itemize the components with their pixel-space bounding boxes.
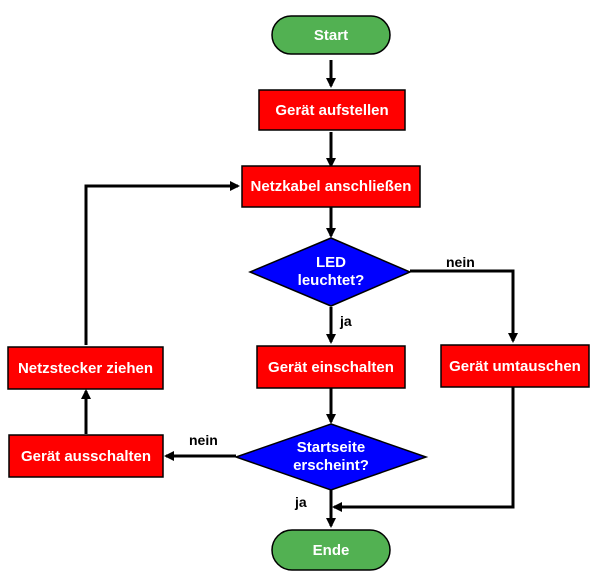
led-decision [248, 237, 412, 307]
anschliessen-box [241, 165, 421, 208]
startseite-yes-label: ja [295, 494, 307, 510]
umtauschen-box [440, 344, 590, 388]
stecker-box [7, 346, 164, 390]
startseite-no-label: nein [189, 432, 218, 448]
led-yes-label: ja [340, 313, 352, 329]
ende-terminal [271, 529, 391, 571]
edge-led-no-to-umtauschen [410, 269, 518, 343]
led-no-label: nein [446, 254, 475, 270]
start-terminal [271, 15, 391, 55]
einschalten-box [256, 345, 406, 389]
edge-stecker-to-anschliessen [84, 181, 240, 345]
startseite-decision [233, 423, 429, 491]
edge-umtauschen-to-ende [332, 387, 515, 512]
ausschalten-box [8, 434, 164, 478]
aufstellen-box [258, 89, 406, 131]
